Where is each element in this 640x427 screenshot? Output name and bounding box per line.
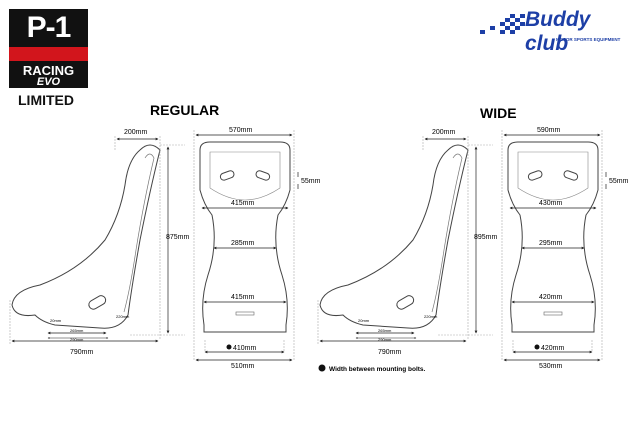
dim-front-harness: 55mm <box>609 178 629 185</box>
dim-front-waist: 295mm <box>539 240 563 247</box>
dim-side-small-b: 220mm <box>116 314 130 319</box>
dim-front-top: 570mm <box>229 127 253 134</box>
dim-side-rail-a: 265mm <box>378 328 392 333</box>
dim-side-top: 200mm <box>432 129 456 136</box>
logo-p1: P-1 <box>26 11 72 44</box>
regular-seat-group: REGULAR 200mm 875mm 790mm 20mm 220mm 265… <box>10 102 321 370</box>
wide-title: WIDE <box>480 105 517 121</box>
dim-side-length: 790mm <box>70 349 94 356</box>
dim-front-hip: 415mm <box>231 294 255 301</box>
dim-front-top: 590mm <box>537 127 561 134</box>
bolt-marker-icon <box>534 344 540 350</box>
maker-name: Buddy club <box>525 8 591 55</box>
dim-side-small-a: 20mm <box>50 318 62 323</box>
bolt-legend-icon <box>318 364 326 372</box>
bolt-marker-icon <box>226 344 232 350</box>
logo-evo: EVO <box>36 76 61 88</box>
dim-side-height: 875mm <box>166 234 190 241</box>
p1-racing-evo-logo: P-1 RACING EVO <box>9 9 88 88</box>
logo-racing: RACING <box>22 63 75 78</box>
dim-side-small-b: 220mm <box>424 314 438 319</box>
dim-side-rail-b: 290mm <box>70 337 84 342</box>
dim-side-length: 790mm <box>378 349 402 356</box>
dim-front-base: 510mm <box>231 363 255 370</box>
edition-label: LIMITED <box>18 92 74 108</box>
dim-side-rail-a: 265mm <box>70 328 84 333</box>
dim-front-bolts: 420mm <box>541 345 565 352</box>
dim-front-waist: 285mm <box>231 240 255 247</box>
bolt-legend-text: Width between mounting bolts. <box>329 366 426 373</box>
maker-tagline: MOTOR SPORTS EQUIPMENT <box>556 37 621 42</box>
dim-front-harness: 55mm <box>301 178 321 185</box>
dim-front-bolts: 410mm <box>233 345 257 352</box>
regular-title: REGULAR <box>150 102 219 118</box>
dim-side-top: 200mm <box>124 129 148 136</box>
dim-side-small-a: 20mm <box>358 318 370 323</box>
dim-side-rail-b: 290mm <box>378 337 392 342</box>
dim-front-shoulder: 430mm <box>539 200 563 207</box>
dim-front-shoulder: 415mm <box>231 200 255 207</box>
dim-side-height: 895mm <box>474 234 498 241</box>
dim-front-hip: 420mm <box>539 294 563 301</box>
checkered-flag-icon <box>480 14 525 34</box>
dim-front-base: 530mm <box>539 363 563 370</box>
wide-seat-group: WIDE 200mm 895mm 790mm 20mm 220mm 265mm … <box>318 105 629 370</box>
